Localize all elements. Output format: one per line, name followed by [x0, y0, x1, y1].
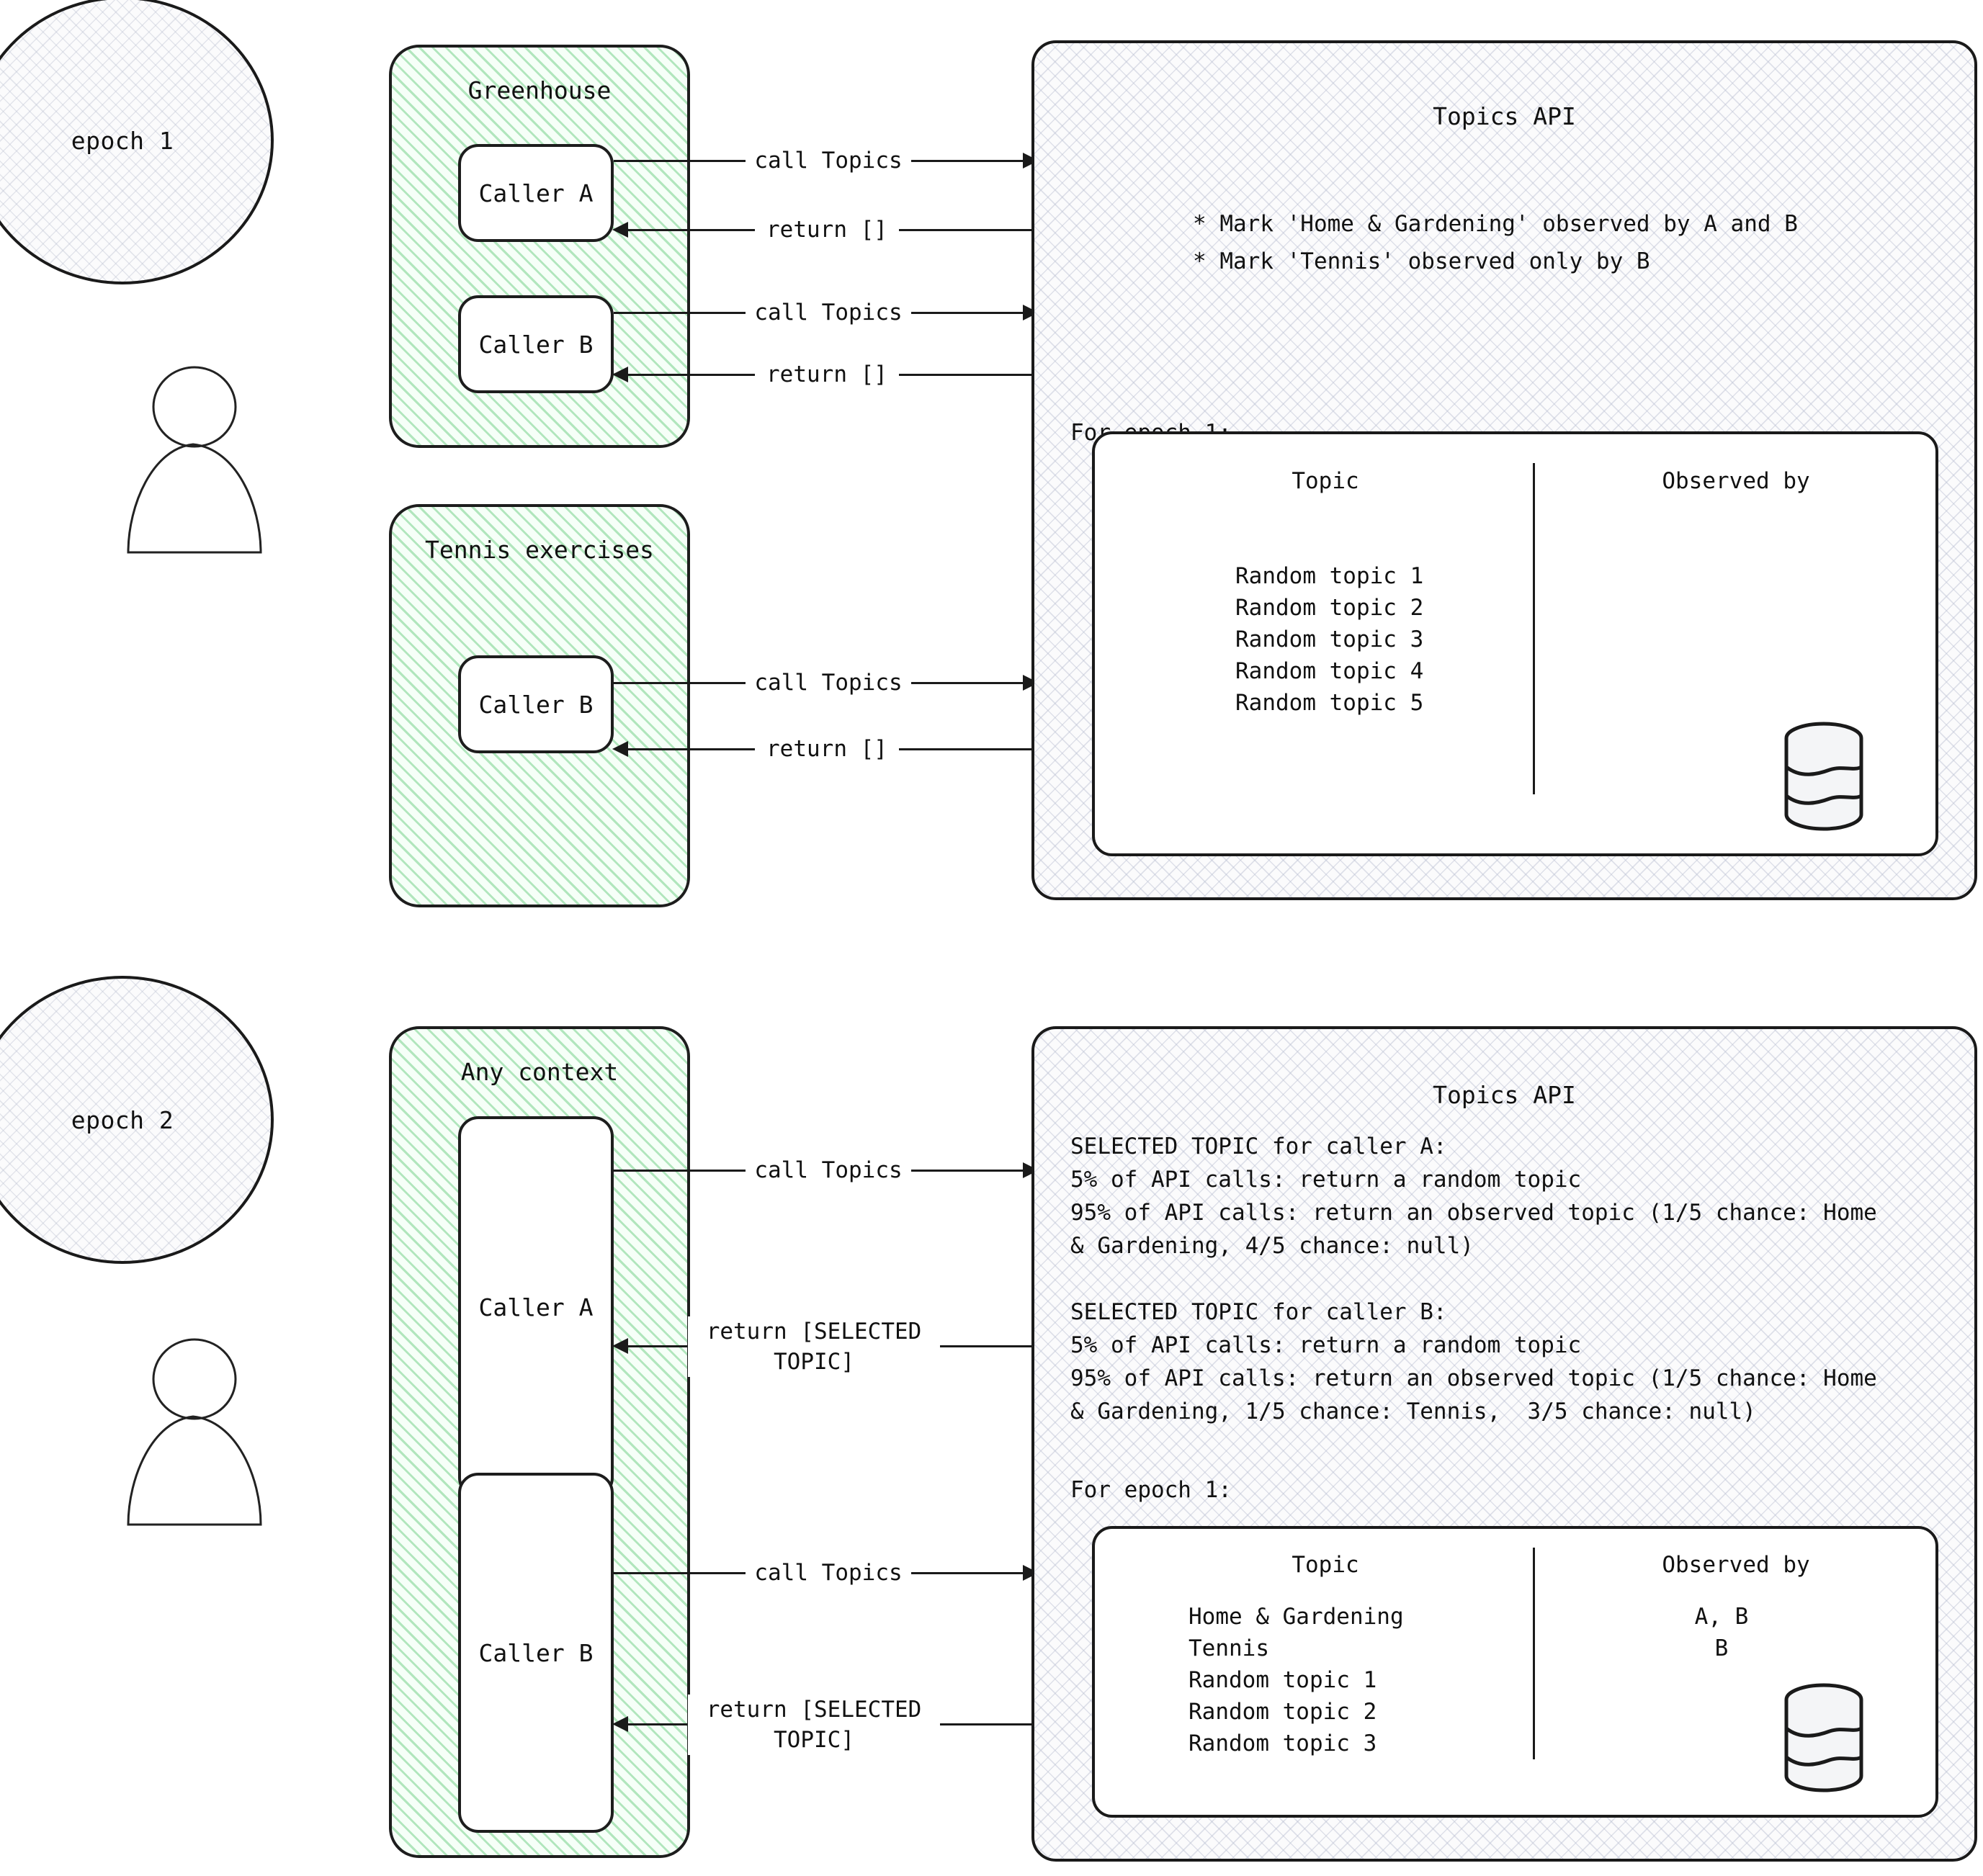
arrow-head-e1-return-a — [612, 222, 628, 238]
topics-api-title-epoch-2: Topics API — [1433, 1081, 1576, 1109]
topics-api-box-epoch-2[interactable]: Topics API SELECTED TOPIC for caller A: … — [1031, 1026, 1977, 1862]
arrow-head-e1-return-tennis-b — [612, 741, 628, 757]
context-group-tennis-exercises-title: Tennis exercises — [425, 536, 654, 564]
caller-box-any-b-label: Caller B — [478, 1638, 594, 1667]
table-row: Random topic 3 — [1189, 1731, 1377, 1756]
table-row: Random topic 5 — [1235, 690, 1424, 716]
arrow-label-e1-call-tennis-b: call Topics — [746, 668, 911, 697]
table-row: Random topic 1 — [1235, 563, 1424, 589]
arrow-label-e1-call-a: call Topics — [746, 146, 911, 175]
topics-table-epoch-1-col-topic: Topic — [1292, 468, 1359, 494]
table-row: Random topic 1 — [1189, 1667, 1377, 1693]
epoch-2-label: epoch 2 — [71, 1105, 174, 1134]
topics-table-epoch-2-divider — [1533, 1548, 1535, 1759]
topics-table-epoch-1-col-observed: Observed by — [1662, 468, 1810, 494]
arrow-label-e1-call-b: call Topics — [746, 298, 911, 327]
epoch-1-circle: epoch 1 — [0, 0, 274, 284]
user-person-icon — [127, 1338, 262, 1526]
topics-table-epoch-2[interactable]: Topic Observed by Home & Gardening Tenni… — [1092, 1526, 1938, 1818]
arrow-label-e2-return-b: return [SELECTED TOPIC] — [688, 1695, 940, 1755]
topics-api-bullets-epoch-1: * Mark 'Home & Gardening' observed by A … — [1193, 205, 1798, 280]
table-row: A, B — [1694, 1604, 1749, 1630]
caller-box-greenhouse-a[interactable]: Caller A — [458, 144, 614, 242]
context-group-any-context-title: Any context — [460, 1058, 619, 1086]
caller-box-any-a[interactable]: Caller A — [458, 1116, 614, 1498]
table-row: Home & Gardening — [1189, 1604, 1404, 1630]
topics-table-epoch-2-col-observed: Observed by — [1662, 1552, 1810, 1578]
arrow-head-e2-return-a — [612, 1338, 628, 1354]
topics-api-box-epoch-1[interactable]: Topics API * Mark 'Home & Gardening' obs… — [1031, 40, 1977, 900]
table-row: Random topic 3 — [1235, 627, 1424, 652]
topics-table-epoch-2-col-topic: Topic — [1292, 1552, 1359, 1578]
arrow-label-e1-return-a: return [] — [755, 215, 899, 244]
topics-table-epoch-2-observed-column: A, B B — [1556, 1601, 1887, 1664]
arrow-label-e2-call-a: call Topics — [746, 1156, 911, 1185]
topics-api-paragraph-caller-b: SELECTED TOPIC for caller B: 5% of API c… — [1070, 1299, 1877, 1424]
topics-api-paragraph-caller-a: SELECTED TOPIC for caller A: 5% of API c… — [1070, 1134, 1877, 1259]
topics-api-bullet-2: * Mark 'Tennis' observed only by B — [1193, 248, 1650, 274]
table-row: Random topic 2 — [1189, 1699, 1377, 1725]
caller-box-greenhouse-b-label: Caller B — [478, 330, 594, 359]
table-row: Random topic 4 — [1235, 658, 1424, 684]
topics-api-bullet-1: * Mark 'Home & Gardening' observed by A … — [1193, 211, 1798, 237]
topics-api-table-caption-epoch-2: For epoch 1: — [1070, 1477, 1232, 1503]
caller-box-tennis-b-label: Caller B — [478, 690, 594, 719]
arrow-head-e1-return-b — [612, 367, 628, 382]
caller-box-any-b[interactable]: Caller B — [458, 1473, 614, 1833]
caller-box-greenhouse-a-label: Caller A — [478, 179, 594, 207]
arrow-head-e2-return-b — [612, 1716, 628, 1732]
context-group-greenhouse[interactable]: Greenhouse — [389, 45, 690, 448]
topics-table-epoch-1-topic-column: Random topic 1 Random topic 2 Random top… — [1235, 560, 1423, 719]
caller-box-any-a-label: Caller A — [478, 1293, 594, 1321]
table-row: Random topic 2 — [1235, 595, 1424, 621]
topics-table-epoch-2-topic-column: Home & Gardening Tennis Random topic 1 R… — [1189, 1601, 1404, 1759]
arrow-label-e2-return-a: return [SELECTED TOPIC] — [688, 1316, 940, 1377]
context-group-greenhouse-title: Greenhouse — [467, 76, 612, 104]
database-cylinder-icon — [1784, 1683, 1863, 1792]
arrow-label-e1-return-tennis-b: return [] — [755, 735, 899, 763]
table-row: B — [1714, 1635, 1729, 1661]
epoch-1-label: epoch 1 — [71, 126, 174, 155]
arrow-label-e1-return-b: return [] — [755, 360, 899, 389]
topics-api-title-epoch-1: Topics API — [1433, 102, 1576, 130]
table-row: Tennis — [1189, 1635, 1269, 1661]
database-cylinder-icon — [1784, 722, 1863, 831]
topics-table-epoch-1-divider — [1533, 463, 1535, 794]
caller-box-greenhouse-b[interactable]: Caller B — [458, 295, 614, 393]
caller-box-tennis-b[interactable]: Caller B — [458, 655, 614, 753]
topics-table-epoch-1[interactable]: Topic Observed by Random topic 1 Random … — [1092, 431, 1938, 856]
user-person-icon — [127, 366, 262, 554]
arrow-label-e2-call-b: call Topics — [746, 1558, 911, 1587]
epoch-2-circle: epoch 2 — [0, 976, 274, 1264]
